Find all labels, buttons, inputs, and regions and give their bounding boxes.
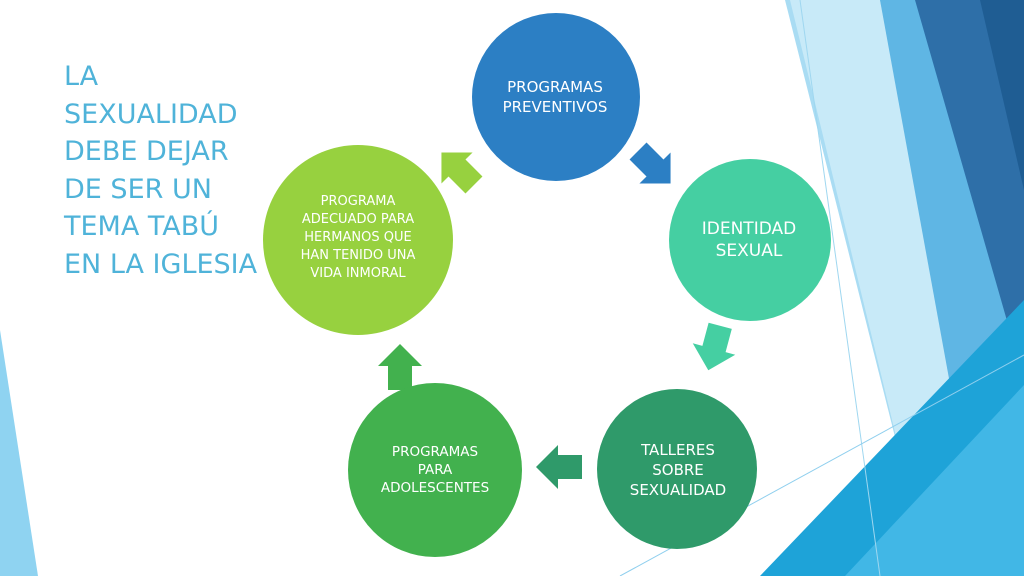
node-circle-programa-adecuado	[263, 145, 453, 335]
title-line: SEXUALIDAD	[64, 98, 238, 130]
slide-title: LA SEXUALIDAD DEBE DEJAR DE SER UN TEMA …	[64, 58, 264, 283]
cycle-nodes	[263, 13, 831, 557]
decor-deep-panel	[980, 0, 1024, 190]
node-circle-programas-para-adolescentes	[348, 383, 522, 557]
title-line: DEBE DEJAR	[64, 136, 229, 167]
title-line: LA	[64, 61, 99, 92]
node-circle-identidad-sexual	[669, 159, 831, 321]
title-line: EN LA IGLESIA	[64, 248, 258, 280]
decor-bottom-wedge-light	[845, 385, 1024, 576]
decor-line-a	[799, 0, 881, 576]
node-circle-programas-preventivos	[472, 13, 640, 181]
decor-right	[619, 0, 1024, 576]
arrow-node2-to-node3	[692, 322, 736, 371]
arrow-node1-to-node2	[629, 142, 671, 184]
node-circle-talleres-sobre-sexualidad	[597, 389, 757, 549]
decor-dark-panel	[915, 0, 1024, 380]
arrow-node4-to-node5	[378, 344, 422, 390]
title-line: TEMA TABÚ	[64, 211, 220, 242]
title-line: DE SER UN	[64, 173, 212, 205]
cycle-arrows	[378, 142, 736, 489]
decor-left-sliver	[0, 330, 38, 576]
arrow-node3-to-node4	[536, 445, 582, 489]
arrow-node5-to-node1	[441, 152, 483, 194]
